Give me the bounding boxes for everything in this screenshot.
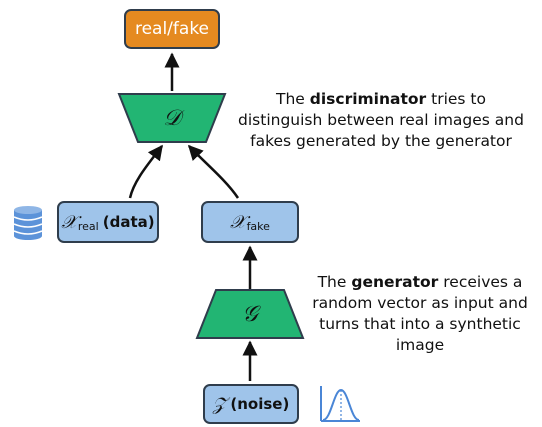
real-suffix: (data) [102, 213, 155, 231]
noise-symbol: 𝒵 [212, 393, 227, 415]
noise-suffix: (noise) [230, 395, 290, 413]
real-subscript: real [77, 219, 99, 233]
generator-caption: The generator receives a random vector a… [310, 272, 530, 356]
discriminator-caption: The discriminator tries to distinguish b… [236, 89, 526, 152]
discriminator-symbol: 𝒟 [163, 105, 181, 131]
generator-caption-prefix: The [317, 273, 352, 291]
generator-caption-bold: generator [351, 273, 439, 291]
fake-subscript: fake [246, 219, 270, 233]
generator-caption-rest: receives a random vector as input and tu… [312, 273, 528, 354]
output-label: real/fake [134, 19, 210, 39]
arrow-real-to-d [128, 144, 163, 199]
discriminator-block: 𝒟 [117, 92, 227, 144]
fake-symbol: 𝒳 [230, 211, 246, 233]
generator-block: 𝒢 [195, 288, 305, 340]
discriminator-caption-rest: tries to distinguish between real images… [238, 90, 524, 150]
generator-symbol: 𝒢 [242, 301, 258, 327]
discriminator-caption-prefix: The [275, 90, 310, 108]
discriminator-shape [117, 93, 227, 143]
generator-shape [195, 289, 305, 339]
noise-box: 𝒵(noise) [203, 384, 299, 424]
arrow-fake-to-d [187, 144, 240, 199]
real-symbol: 𝒳 [61, 211, 77, 233]
real-fake-output-box: real/fake [124, 9, 220, 49]
bell-curve-icon [320, 386, 360, 422]
database-icon [13, 206, 43, 240]
discriminator-caption-bold: discriminator [309, 90, 427, 108]
